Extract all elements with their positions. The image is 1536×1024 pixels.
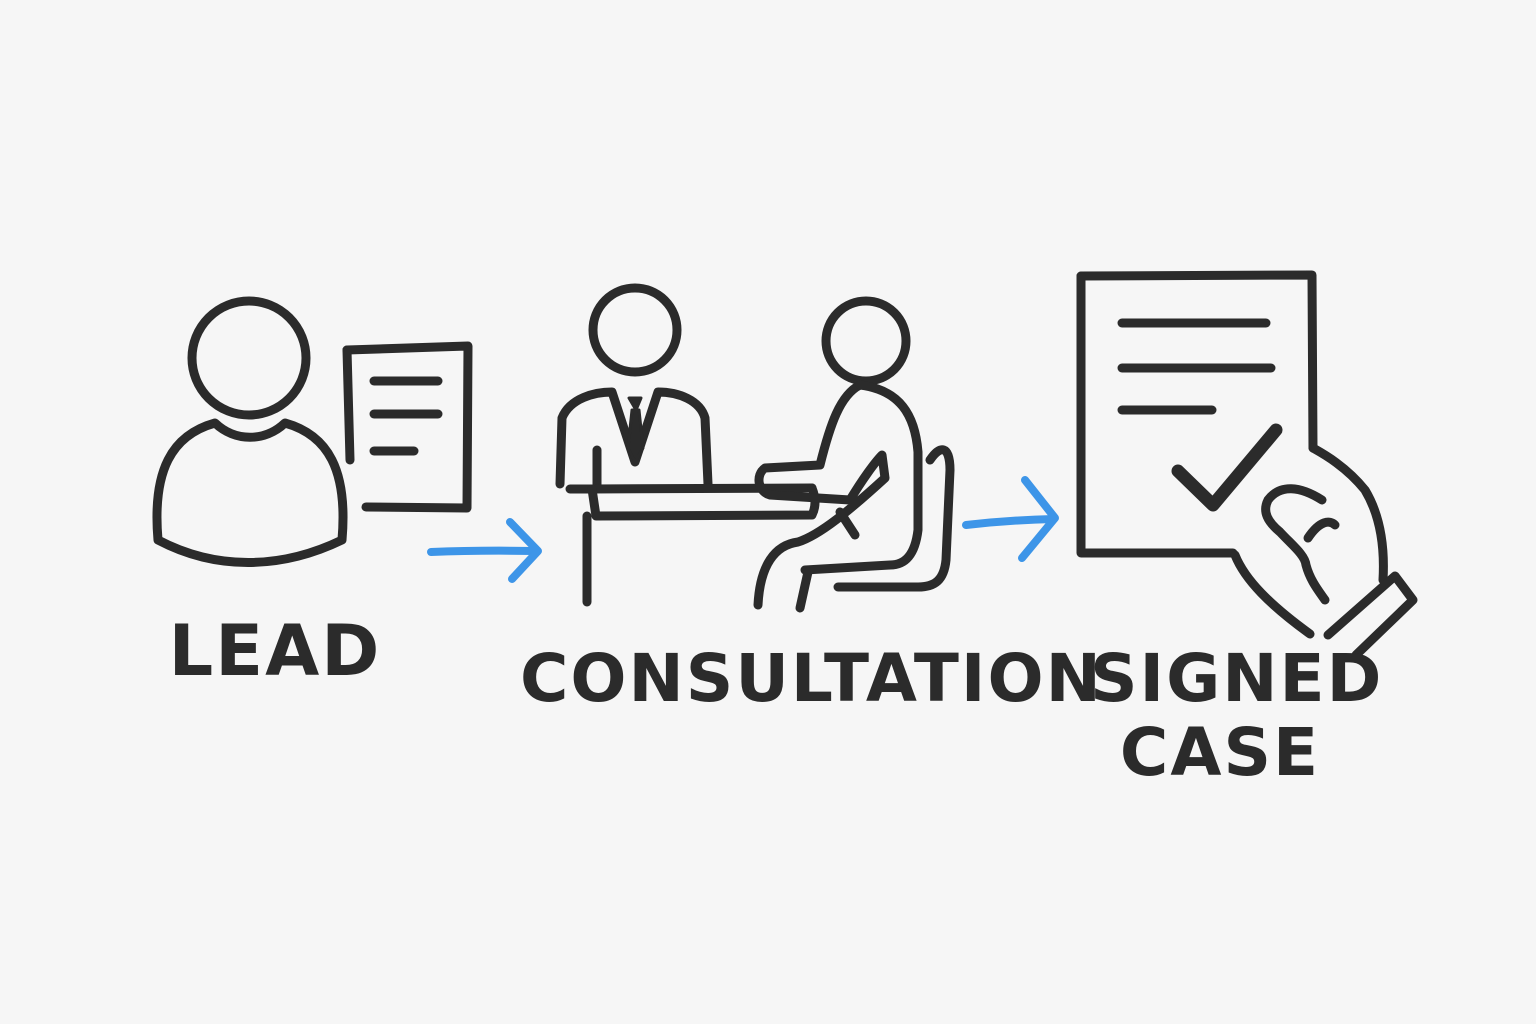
meeting-at-desk-icon <box>555 283 955 613</box>
lead-label: LEAD <box>168 610 382 692</box>
signed-document-page-icon <box>1076 270 1318 558</box>
checkmark-icon <box>1171 423 1283 512</box>
consultation-label: CONSULTATION <box>520 640 1103 717</box>
lead-person-icon <box>152 296 348 567</box>
arrow-right-icon <box>962 476 1059 562</box>
person-with-document-icon <box>152 296 473 567</box>
signed-case-label-line1: SIGNED <box>1090 640 1384 717</box>
arrow-right-icon <box>427 518 542 583</box>
client-person-icon <box>753 296 923 613</box>
chair-icon <box>833 445 955 592</box>
desk-icon <box>565 483 820 607</box>
holding-hand-icon <box>1230 443 1418 660</box>
consultant-person-icon <box>555 283 713 491</box>
signed-case-label-line2: CASE <box>1119 714 1321 791</box>
lead-document-icon <box>342 341 473 513</box>
signed-document-icon <box>1076 270 1418 660</box>
